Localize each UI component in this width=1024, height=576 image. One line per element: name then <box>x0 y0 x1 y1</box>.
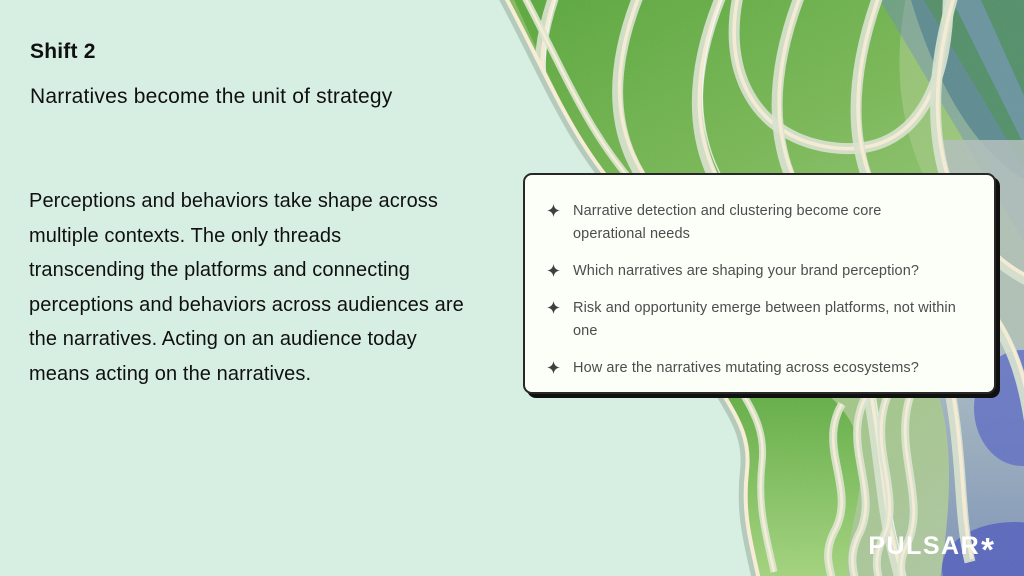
body-line: means acting on the narratives. <box>29 362 312 385</box>
body-line: transcending the platforms and connectin… <box>29 259 411 282</box>
asterisk-icon: * <box>981 531 994 568</box>
list-item-text: Risk and opportunity emerge between plat… <box>573 300 956 339</box>
four-pointed-star-icon <box>547 204 560 217</box>
four-pointed-star-icon <box>547 361 560 374</box>
list-item: How are the narratives mutating across e… <box>547 357 958 380</box>
body-line: Perceptions and behaviors take shape acr… <box>29 190 438 212</box>
four-pointed-star-icon <box>547 264 560 277</box>
pulsar-logo: PULSAR* <box>868 532 994 566</box>
slide-body: Perceptions and behaviors take shape acr… <box>29 184 509 392</box>
list-item: Which narratives are shaping your brand … <box>547 260 958 283</box>
list-item: Risk and opportunity emerge between plat… <box>547 297 958 343</box>
slide-title: Narratives become the unit of strategy <box>30 85 393 108</box>
pulsar-logo-text: PULSAR <box>868 532 981 560</box>
list-item-text: How are the narratives mutating across e… <box>573 360 919 376</box>
list-item-text: Which narratives are shaping your brand … <box>573 263 920 279</box>
key-points-card: Narrative detection and clustering becom… <box>523 173 996 394</box>
body-line: the narratives. Acting on an audience to… <box>29 328 417 351</box>
four-pointed-star-icon <box>547 301 560 314</box>
body-line: perceptions and behaviors across audienc… <box>29 293 464 316</box>
slide-kicker: Shift 2 <box>30 40 96 63</box>
list-item: Narrative detection and clustering becom… <box>547 200 958 246</box>
list-item-text: Narrative detection and clustering becom… <box>573 203 882 242</box>
key-points-list: Narrative detection and clustering becom… <box>547 200 958 380</box>
body-line: multiple contexts. The only threads <box>29 224 342 247</box>
